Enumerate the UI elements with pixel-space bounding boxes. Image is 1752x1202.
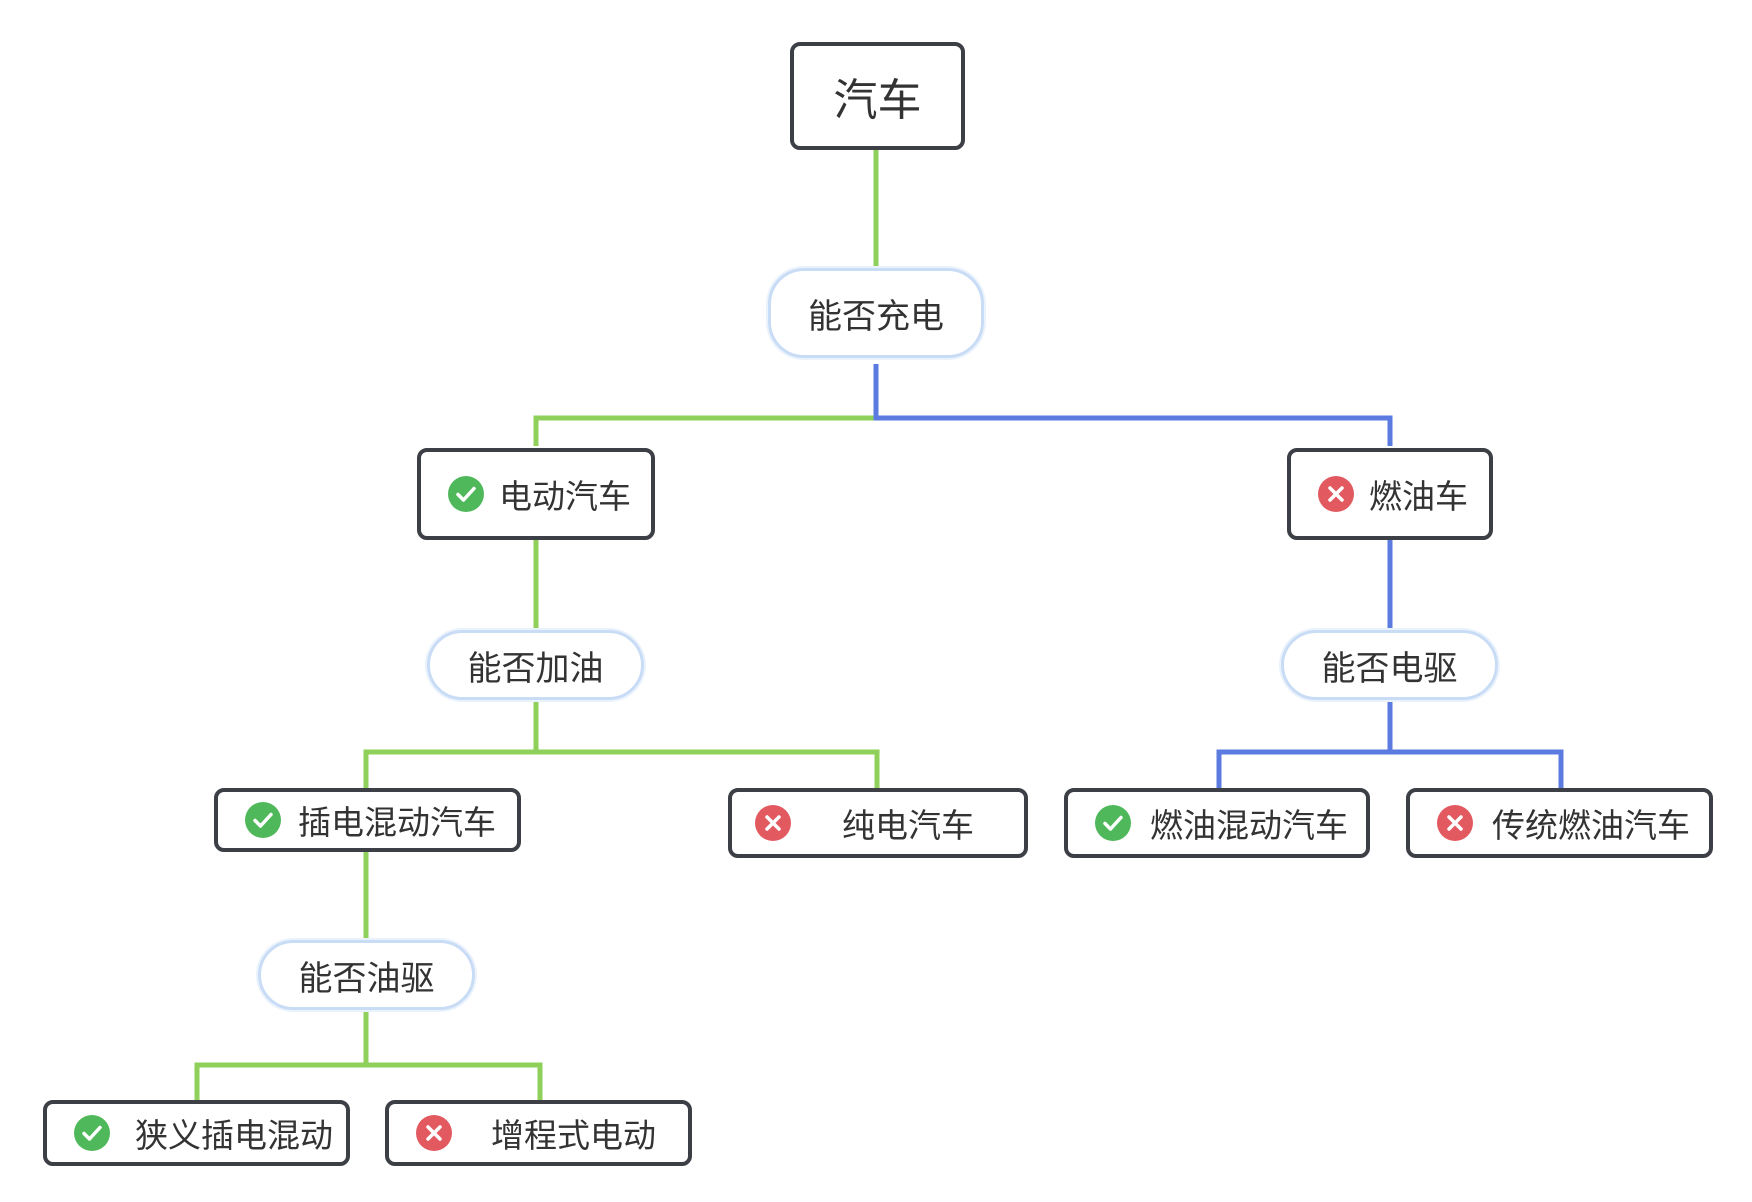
- cross-icon: [1436, 804, 1474, 842]
- connector-charge-fuel: [873, 364, 1393, 446]
- node-fuel-car-label: 燃油车: [1369, 477, 1468, 516]
- connector-refuel-pure: [536, 749, 880, 788]
- node-plugin-hybrid: 插电混动汽车: [214, 788, 521, 852]
- node-fuel-hybrid-label: 燃油混动汽车: [1150, 806, 1348, 845]
- node-plugin-hybrid-label: 插电混动汽车: [298, 803, 496, 842]
- check-icon: [73, 1114, 111, 1152]
- node-traditional-fuel: 传统燃油汽车: [1406, 788, 1713, 858]
- check-icon: [244, 801, 282, 839]
- connector-edrive-hybrid: [1216, 700, 1393, 788]
- node-range-extender: 增程式电动: [385, 1100, 692, 1166]
- node-narrow-plugin-hybrid: 狭义插电混动: [43, 1100, 350, 1166]
- decision-charge: 能否充电: [768, 268, 984, 358]
- decision-charge-label: 能否充电: [808, 296, 944, 337]
- cross-icon: [415, 1114, 453, 1152]
- decision-oil-drive: 能否油驱: [258, 940, 475, 1010]
- node-root-label: 汽车: [833, 75, 922, 126]
- cross-icon: [754, 804, 792, 842]
- decision-refuel-label: 能否加油: [467, 648, 604, 689]
- node-pure-electric-label: 纯电汽车: [842, 806, 974, 845]
- connector-charge-electric: [533, 364, 879, 446]
- decision-oil-drive-label: 能否油驱: [298, 958, 435, 999]
- decision-refuel: 能否加油: [427, 630, 644, 700]
- node-pure-electric: 纯电汽车: [728, 788, 1028, 858]
- connector-edrive-traditional: [1390, 749, 1564, 788]
- node-fuel-hybrid: 燃油混动汽车: [1064, 788, 1370, 858]
- check-icon: [447, 475, 485, 513]
- node-narrow-plugin-hybrid-label: 狭义插电混动: [135, 1116, 333, 1155]
- node-electric-car: 电动汽车: [417, 448, 655, 540]
- decision-electric-drive-label: 能否电驱: [1321, 648, 1458, 689]
- check-icon: [1094, 804, 1132, 842]
- decision-electric-drive: 能否电驱: [1281, 630, 1498, 700]
- connector-oildrive-range: [366, 1062, 543, 1100]
- node-traditional-fuel-label: 传统燃油汽车: [1492, 806, 1690, 845]
- node-range-extender-label: 增程式电动: [491, 1116, 656, 1155]
- node-root-car: 汽车: [790, 42, 965, 150]
- connector-refuel-plugin: [363, 700, 539, 788]
- connector-oildrive-narrow: [194, 1010, 369, 1100]
- node-fuel-car: 燃油车: [1287, 448, 1493, 540]
- cross-icon: [1317, 475, 1355, 513]
- node-electric-car-label: 电动汽车: [499, 477, 631, 516]
